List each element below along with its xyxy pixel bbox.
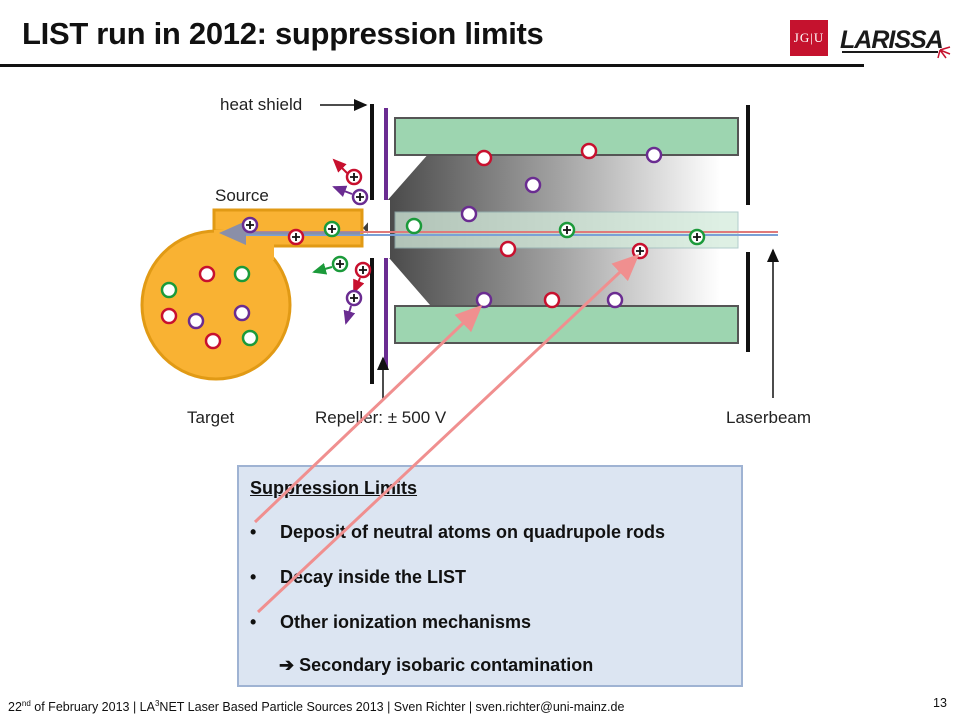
rod-top xyxy=(394,117,739,156)
target-label: Target xyxy=(187,408,235,427)
atom-purple xyxy=(645,146,663,164)
bullet-symbol: • xyxy=(250,522,257,542)
ion-purple xyxy=(241,216,259,234)
ion-purple-repelled xyxy=(351,188,369,206)
bullet-symbol: • xyxy=(250,612,257,632)
atom-purple xyxy=(460,205,478,223)
bullet-item: • Decay inside the LIST xyxy=(250,567,466,588)
larissa-logo-text: LARISSA xyxy=(840,26,943,54)
atom-green xyxy=(233,265,251,283)
repeller-gap xyxy=(368,200,390,258)
atom-red xyxy=(543,291,561,309)
larissa-laser-spark xyxy=(937,46,951,59)
repeller-label: Repeller: ± 500 V xyxy=(315,408,447,427)
bullet-symbol: • xyxy=(250,567,257,587)
larissa-logo: LARISSA xyxy=(840,26,951,59)
ion-green xyxy=(558,221,576,239)
atom-red xyxy=(580,142,598,160)
atom-green xyxy=(160,281,178,299)
ion-green-repelled xyxy=(331,255,349,273)
atom-red xyxy=(160,307,178,325)
atom-red xyxy=(475,149,493,167)
atom-purple xyxy=(187,312,205,330)
ion-red-repelled xyxy=(354,261,372,279)
footer-text: 22nd of February 2013 | LA3NET Laser Bas… xyxy=(8,699,624,714)
slide-title: LIST run in 2012: suppression limits xyxy=(22,16,544,51)
footer-day: 22 xyxy=(8,700,22,715)
page-number: 13 xyxy=(933,696,947,710)
atom-green xyxy=(405,217,423,235)
ion-red xyxy=(287,228,305,246)
atom-red xyxy=(204,332,222,350)
repel-arrow-green xyxy=(312,263,333,275)
conclusion-line: ➔ Secondary isobaric contamination xyxy=(279,655,593,676)
bullet-item: • Other ionization mechanisms xyxy=(250,612,531,633)
bullet-text: Other ionization mechanisms xyxy=(280,612,532,632)
atom-green xyxy=(241,329,259,347)
repel-arrow-purple xyxy=(332,185,353,197)
arrow-right-icon: ➔ xyxy=(279,655,295,675)
ion-green xyxy=(323,220,341,238)
footer-rest: NET Laser Based Particle Sources 2013 | … xyxy=(159,700,625,715)
jgu-logo: JG|U xyxy=(790,20,828,56)
atom-purple xyxy=(233,304,251,322)
conclusion-text: Secondary isobaric contamination xyxy=(299,655,594,675)
repel-arrow-red xyxy=(332,158,348,174)
suppression-limits-heading: Suppression Limits xyxy=(250,478,418,498)
source-label: Source xyxy=(215,186,269,205)
atom-purple xyxy=(606,291,624,309)
ion-purple-repelled xyxy=(345,289,363,307)
heat-shield-label: heat shield xyxy=(220,95,302,114)
suppression-limits-box: Suppression Limits • Deposit of neutral a… xyxy=(237,465,743,687)
bullet-item: • Deposit of neutral atoms on quadrupole … xyxy=(250,522,665,543)
rod-bottom xyxy=(394,305,739,344)
ion-red xyxy=(631,242,649,260)
repel-arrow-purple xyxy=(343,305,356,325)
laserbeam-label: Laserbeam xyxy=(726,408,811,427)
ion-red-repelled xyxy=(345,168,363,186)
atom-purple xyxy=(524,176,542,194)
footer-date-rest: of February 2013 | LA xyxy=(30,700,155,715)
atom-red xyxy=(499,240,517,258)
atom-purple xyxy=(475,291,493,309)
ion-green xyxy=(688,228,706,246)
footer-net-sup: 3 xyxy=(154,699,160,708)
list-setup-diagram: heat shield Source Target Repeller: ± 50… xyxy=(140,95,811,427)
title-rule xyxy=(0,64,864,67)
footer-day-suffix: nd xyxy=(21,699,31,708)
bullet-text: Decay inside the LIST xyxy=(280,567,467,587)
atom-red xyxy=(198,265,216,283)
bullet-text: Deposit of neutral atoms on quadrupole r… xyxy=(280,522,666,542)
